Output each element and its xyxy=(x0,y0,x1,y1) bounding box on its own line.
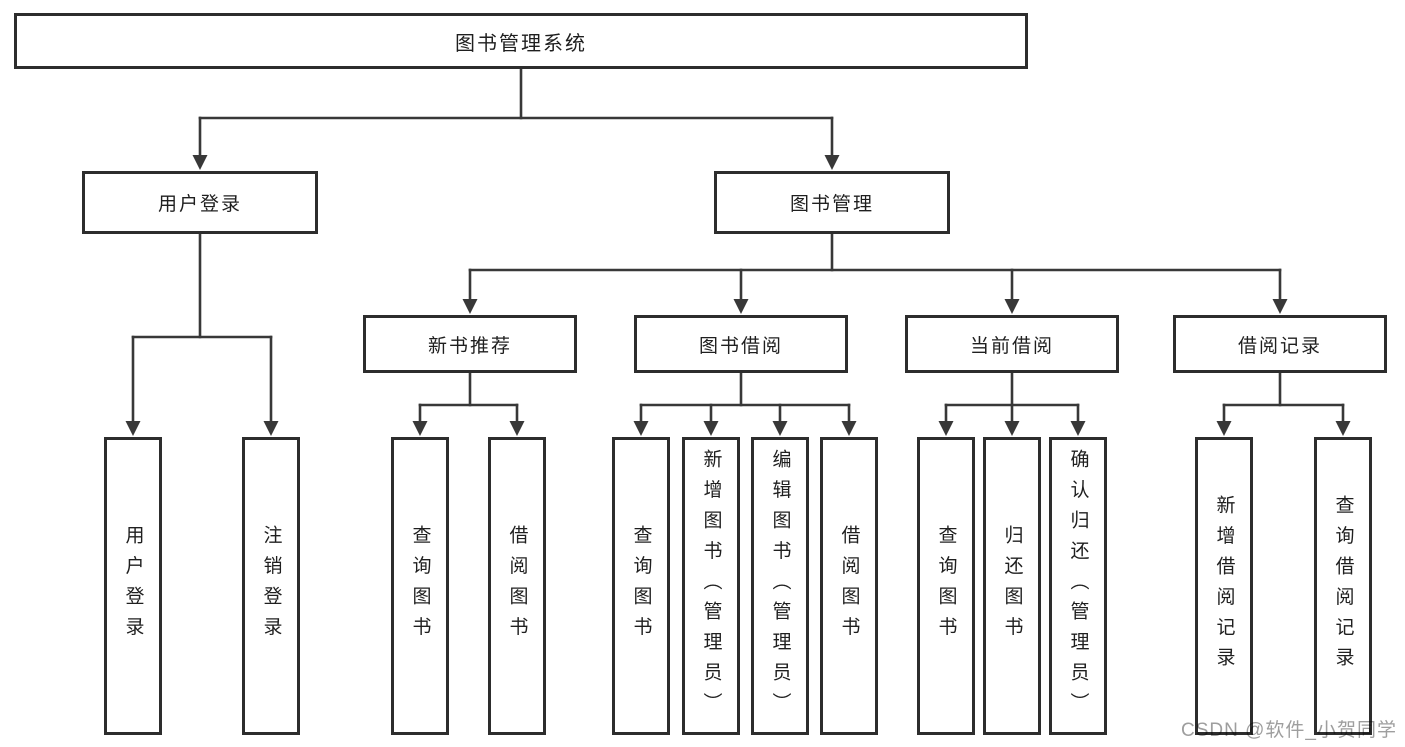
arrow-down-icon xyxy=(1070,421,1086,436)
leaf-label: 新增借阅记录 xyxy=(1213,494,1235,678)
arrow-down-icon xyxy=(462,299,478,314)
arrow-down-icon xyxy=(1335,421,1351,436)
node-book-borrowing: 图书借阅 xyxy=(634,315,848,373)
arrow-down-icon xyxy=(938,421,954,436)
leaf-query-books-borrow: 查询图书 xyxy=(612,437,670,735)
arrow-down-icon xyxy=(703,421,719,436)
leaf-label: 查询借阅记录 xyxy=(1332,494,1354,678)
leaf-label: 归还图书 xyxy=(1001,525,1023,647)
leaf-label: 查询图书 xyxy=(630,525,652,647)
arrow-down-icon xyxy=(1004,421,1020,436)
arrow-down-icon xyxy=(841,421,857,436)
connector-current-borrowing-to-leaves xyxy=(938,371,1086,436)
leaf-borrow-books-recommend: 借阅图书 xyxy=(488,437,546,735)
leaf-add-borrow-record: 新增借阅记录 xyxy=(1195,437,1253,735)
arrow-down-icon xyxy=(263,421,279,436)
node-library-management-system: 图书管理系统 xyxy=(14,13,1028,69)
connector-book-management-to-level3 xyxy=(462,232,1288,314)
connector-root-to-level2 xyxy=(192,67,840,170)
node-user-login: 用户登录 xyxy=(82,171,318,234)
leaf-label: 注销登录 xyxy=(260,525,282,647)
leaf-label: 查询图书 xyxy=(409,525,431,647)
leaf-label: 新增图书（管理员） xyxy=(700,449,722,723)
leaf-user-login: 用户登录 xyxy=(104,437,162,735)
leaf-return-books: 归还图书 xyxy=(983,437,1041,735)
node-new-book-recommendation: 新书推荐 xyxy=(363,315,577,373)
leaf-label: 借阅图书 xyxy=(838,525,860,647)
arrow-down-icon xyxy=(772,421,788,436)
arrow-down-icon xyxy=(1004,299,1020,314)
leaf-query-borrow-record: 查询借阅记录 xyxy=(1314,437,1372,735)
leaf-query-books-current: 查询图书 xyxy=(917,437,975,735)
leaf-add-books-admin: 新增图书（管理员） xyxy=(682,437,740,735)
connector-new-book-recommendation-to-leaves xyxy=(412,371,525,436)
arrow-down-icon xyxy=(125,421,141,436)
arrow-down-icon xyxy=(192,155,208,170)
leaf-label: 用户登录 xyxy=(122,525,144,647)
arrow-down-icon xyxy=(412,421,428,436)
leaf-confirm-return-admin: 确认归还（管理员） xyxy=(1049,437,1107,735)
node-borrowing-records: 借阅记录 xyxy=(1173,315,1387,373)
arrow-down-icon xyxy=(824,155,840,170)
leaf-label: 借阅图书 xyxy=(506,525,528,647)
node-current-borrowing: 当前借阅 xyxy=(905,315,1119,373)
arrow-down-icon xyxy=(509,421,525,436)
leaf-borrow-books: 借阅图书 xyxy=(820,437,878,735)
connector-borrowing-records-to-leaves xyxy=(1216,371,1351,436)
arrow-down-icon xyxy=(633,421,649,436)
leaf-logout: 注销登录 xyxy=(242,437,300,735)
leaf-label: 编辑图书（管理员） xyxy=(769,449,791,723)
node-book-management: 图书管理 xyxy=(714,171,950,234)
connector-user-login-to-leaves xyxy=(125,232,279,436)
arrow-down-icon xyxy=(1272,299,1288,314)
connector-book-borrowing-to-leaves xyxy=(633,371,857,436)
arrow-down-icon xyxy=(1216,421,1232,436)
csdn-watermark: CSDN @软件_小贺同学 xyxy=(1181,720,1397,741)
leaf-label: 确认归还（管理员） xyxy=(1067,449,1089,723)
leaf-query-books-recommend: 查询图书 xyxy=(391,437,449,735)
leaf-edit-books-admin: 编辑图书（管理员） xyxy=(751,437,809,735)
arrow-down-icon xyxy=(733,299,749,314)
leaf-label: 查询图书 xyxy=(935,525,957,647)
